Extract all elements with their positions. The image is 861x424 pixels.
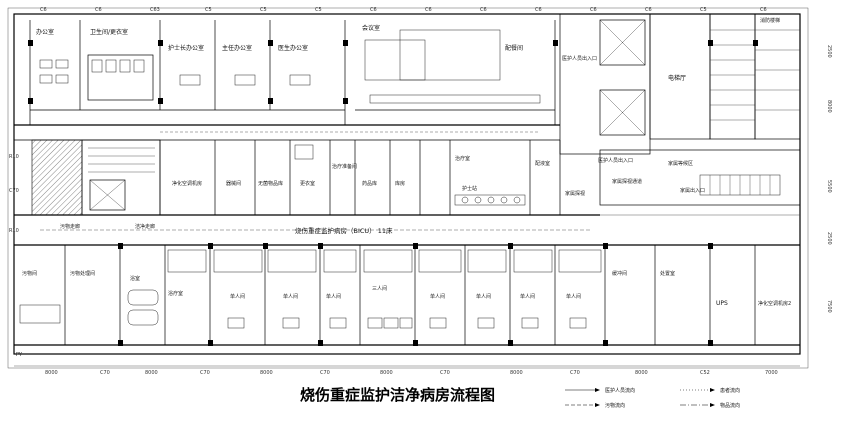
room-buffer: 缓冲间 [612,270,627,277]
room-treatment-prep: 治疗准备间 [332,163,357,170]
room-bath-therapy: 浴疗室 [168,290,183,297]
svg-text:8000: 8000 [45,370,58,376]
upper-corridor [14,131,560,141]
room-meeting: 会议室 [362,24,380,32]
svg-text:R10: R10 [9,154,19,160]
room-director: 主任办公室 [222,44,252,52]
room-dirty-processing: 污物处理间 [70,270,95,277]
svg-text:8000: 8000 [145,370,158,376]
room-pharmacy: 药品库 [362,180,377,187]
room-office: 办公室 [36,28,54,36]
svg-text:C6: C6 [535,7,542,13]
top-dimensions: C6 C6 C63 C5 C5 C5 C6 C6 C6 C6 C6 C6 C5 … [40,7,767,13]
svg-text:C70: C70 [570,370,580,376]
room-restroom: 卫生间/更衣室 [90,28,128,36]
legend-staff-flow: 医护人员流向 [605,387,635,394]
svg-text:R10: R10 [9,228,19,234]
legend-dirty-flow: 污物流向 [605,402,625,409]
svg-text:5500: 5500 [826,180,832,193]
left-dimensions: R10 C70 R10 [9,154,19,234]
svg-text:C52: C52 [700,370,710,376]
legend-patient-flow: 患者流向 [720,387,740,394]
room-single-5: 单人间 [476,293,491,300]
room-doctor: 医生办公室 [278,44,308,52]
svg-text:C63: C63 [150,7,160,13]
room-storage: 库房 [395,180,405,187]
room-single-7: 单人间 [566,293,581,300]
svg-text:2500: 2500 [826,232,832,245]
room-triple: 三人间 [372,285,387,292]
svg-text:C70: C70 [200,370,210,376]
svg-text:7000: 7000 [765,370,778,376]
svg-text:C6: C6 [370,7,377,13]
room-visit-corridor: 家属探视通道 [612,178,642,185]
svg-text:C5: C5 [700,7,707,13]
room-instruments: 器械间 [226,180,241,187]
svg-text:C6: C6 [40,7,47,13]
room-sterile-store: 无菌物品库 [258,180,283,187]
svg-text:C6: C6 [425,7,432,13]
building-outline [13,13,801,355]
room-single-2: 单人间 [283,293,298,300]
room-ups: UPS [716,300,728,307]
right-dimensions: 2500 8000 5500 2500 7500 [826,45,832,313]
svg-text:C6: C6 [480,7,487,13]
room-pantry: 配餐间 [505,44,523,52]
room-fire-stairs: 消防楼梯 [760,17,780,24]
svg-text:C70: C70 [100,370,110,376]
room-dirty: 污物间 [22,270,37,277]
room-nurse-station: 护士站 [462,185,477,192]
room-single-6: 单人间 [520,293,535,300]
room-single-3: 单人间 [326,293,341,300]
top-band [14,20,560,126]
bottom-band [14,243,800,346]
room-head-nurse: 护士长办公室 [168,44,204,52]
room-staff-entrance: 医护人员出入口 [562,55,597,62]
svg-text:C6: C6 [760,7,767,13]
svg-text:2500: 2500 [826,45,832,58]
label-py: PY [16,352,23,358]
diagram-title: 烧伤重症监护洁净病房流程图 [300,386,495,404]
room-hvac-2: 净化空调机房2 [758,300,791,307]
svg-text:C6: C6 [590,7,597,13]
room-changing: 更衣室 [300,180,315,187]
corridor-bicu-label: 烧伤重症监护病房（BICU） 11床 [295,226,393,235]
svg-text:C6: C6 [645,7,652,13]
svg-text:C5: C5 [205,7,212,13]
svg-text:C70: C70 [9,188,19,194]
label-dirty-corridor: 污物走廊 [60,223,80,230]
room-bath: 浴室 [130,275,140,282]
svg-text:7500: 7500 [826,300,832,313]
label-staff-entrance: 医护人员出入口 [598,157,633,164]
legend-supply-flow: 物品流向 [720,402,740,409]
svg-text:8000: 8000 [635,370,648,376]
label-clean-corridor: 洁净走廊 [135,223,155,230]
clean-corridor [14,214,800,246]
room-disposal: 处置室 [660,270,675,277]
room-family-waiting: 家属等候区 [668,160,693,167]
label-family-entrance: 家属出入口 [680,187,705,194]
svg-text:8000: 8000 [510,370,523,376]
outer-dim-frame [7,7,809,369]
svg-text:C70: C70 [320,370,330,376]
room-single-4: 单人间 [430,293,445,300]
room-elevator-hall: 电梯厅 [668,74,686,82]
svg-text:8000: 8000 [826,100,832,113]
room-treatment: 治疗室 [455,155,470,162]
room-family-visit: 家属探视 [565,190,585,197]
legend: 医护人员流向 污物流向 患者流向 物品流向 [565,387,740,409]
svg-text:C5: C5 [260,7,267,13]
room-hvac: 净化空调机房 [172,180,202,187]
svg-text:8000: 8000 [260,370,273,376]
middle-band [14,139,801,216]
svg-text:C6: C6 [95,7,102,13]
svg-text:C70: C70 [440,370,450,376]
room-dispensing: 配液室 [535,160,550,167]
room-single-1: 单人间 [230,293,245,300]
svg-text:8000: 8000 [380,370,393,376]
svg-text:C5: C5 [315,7,322,13]
bottom-dimensions: 8000 C70 8000 C70 8000 C70 8000 C70 8000… [14,365,800,376]
top-right-core [559,13,801,155]
